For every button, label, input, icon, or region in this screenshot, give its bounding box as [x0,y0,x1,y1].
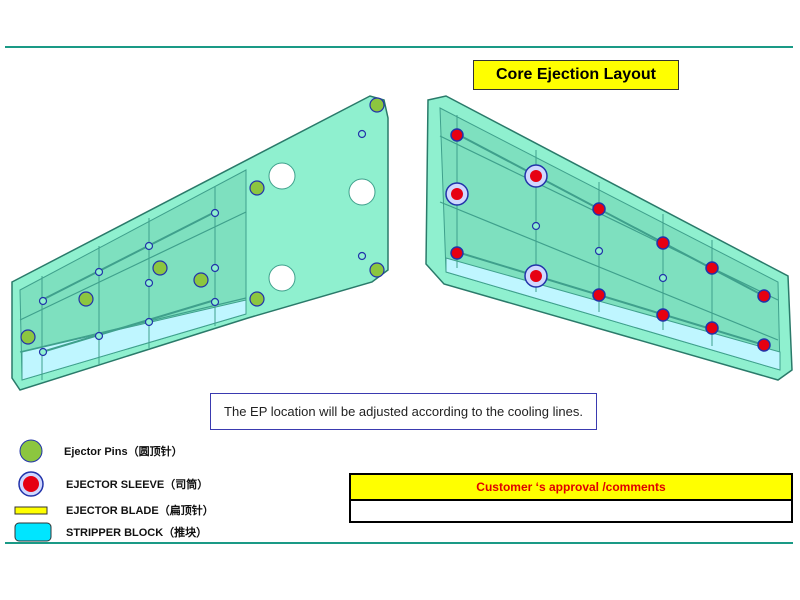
left-stripper-block [21,299,247,381]
small-pin-icon [210,297,220,307]
ejector-sleeve-icon [656,308,670,322]
ejector-sleeve-icon [450,128,464,142]
ejector-sleeve-core [530,170,542,182]
ejector-pin-icon [78,291,94,307]
small-pin-icon [38,296,48,306]
customer-approval-box: Customer ‘s approval /comments [349,473,793,523]
legend-stripper-block: STRIPPER BLOCK（推块） [14,521,207,543]
ejector-sleeve-icon [592,202,606,216]
ejector-pin-icon [19,439,43,463]
ejector-sleeve-icon [656,236,670,250]
small-pin-icon [144,317,154,327]
ejector-pin-icon [369,262,385,278]
legend-label: Ejector Pins（圆顶针） [64,446,183,458]
stripper-block-icon [14,522,52,542]
right-stripper-block [445,257,781,371]
core-ejection-diagram [11,95,793,391]
ejector-pin-icon [20,329,36,345]
legend-ejector-blade: EJECTOR BLADE（扁顶针） [14,502,214,518]
legend-label: EJECTOR SLEEVE（司筒） [66,479,209,491]
approval-header: Customer ‘s approval /comments [351,475,791,501]
small-pin-icon [94,331,104,341]
ejector-pin-icon [152,260,168,276]
small-pin-icon [94,267,104,277]
ejector-sleeve-icon [705,321,719,335]
small-pin-icon [357,251,367,261]
ejector-sleeve-icon [592,288,606,302]
small-pin-icon [210,263,220,273]
ejector-sleeve-core [451,188,463,200]
ejector-sleeve-icon [450,246,464,260]
left-rib [41,299,216,353]
ejector-sleeve-icon [18,471,44,497]
ep-location-note: The EP location will be adjusted accordi… [210,393,597,430]
left-hole [268,264,296,292]
legend-ejector-sleeve: EJECTOR SLEEVE（司筒） [14,470,208,498]
small-pin-icon [658,273,668,283]
ejector-sleeve-icon [757,289,771,303]
small-pin-icon [357,129,367,139]
top-rule [5,46,793,48]
left-rib [19,211,247,321]
small-pin-icon [594,246,604,256]
small-pin-icon [144,278,154,288]
left-hole [348,178,376,206]
small-pin-icon [144,241,154,251]
small-pin-icon [210,208,220,218]
ejector-blade-icon [14,506,48,515]
ejector-pin-icon [249,291,265,307]
legend-label: EJECTOR BLADE（扁顶针） [66,505,214,517]
approval-comments-area[interactable] [351,501,791,523]
ejector-sleeve-icon [757,338,771,352]
left-rib [41,211,216,301]
right-core-part [425,95,793,381]
legend-label: STRIPPER BLOCK（推块） [66,527,208,539]
page-title: Core Ejection Layout [473,60,679,90]
left-core-part [11,95,389,391]
ejector-pin-icon [369,97,385,113]
legend-ejector-pins: Ejector Pins（圆顶针） [14,438,183,464]
left-hole [268,162,296,190]
small-pin-icon [38,347,48,357]
bottom-rule [5,542,793,544]
ejector-sleeve-core [530,270,542,282]
ejector-pin-icon [249,180,265,196]
ejector-sleeve-icon [705,261,719,275]
ejector-pin-icon [193,272,209,288]
right-rib [439,201,779,341]
small-pin-icon [531,221,541,231]
